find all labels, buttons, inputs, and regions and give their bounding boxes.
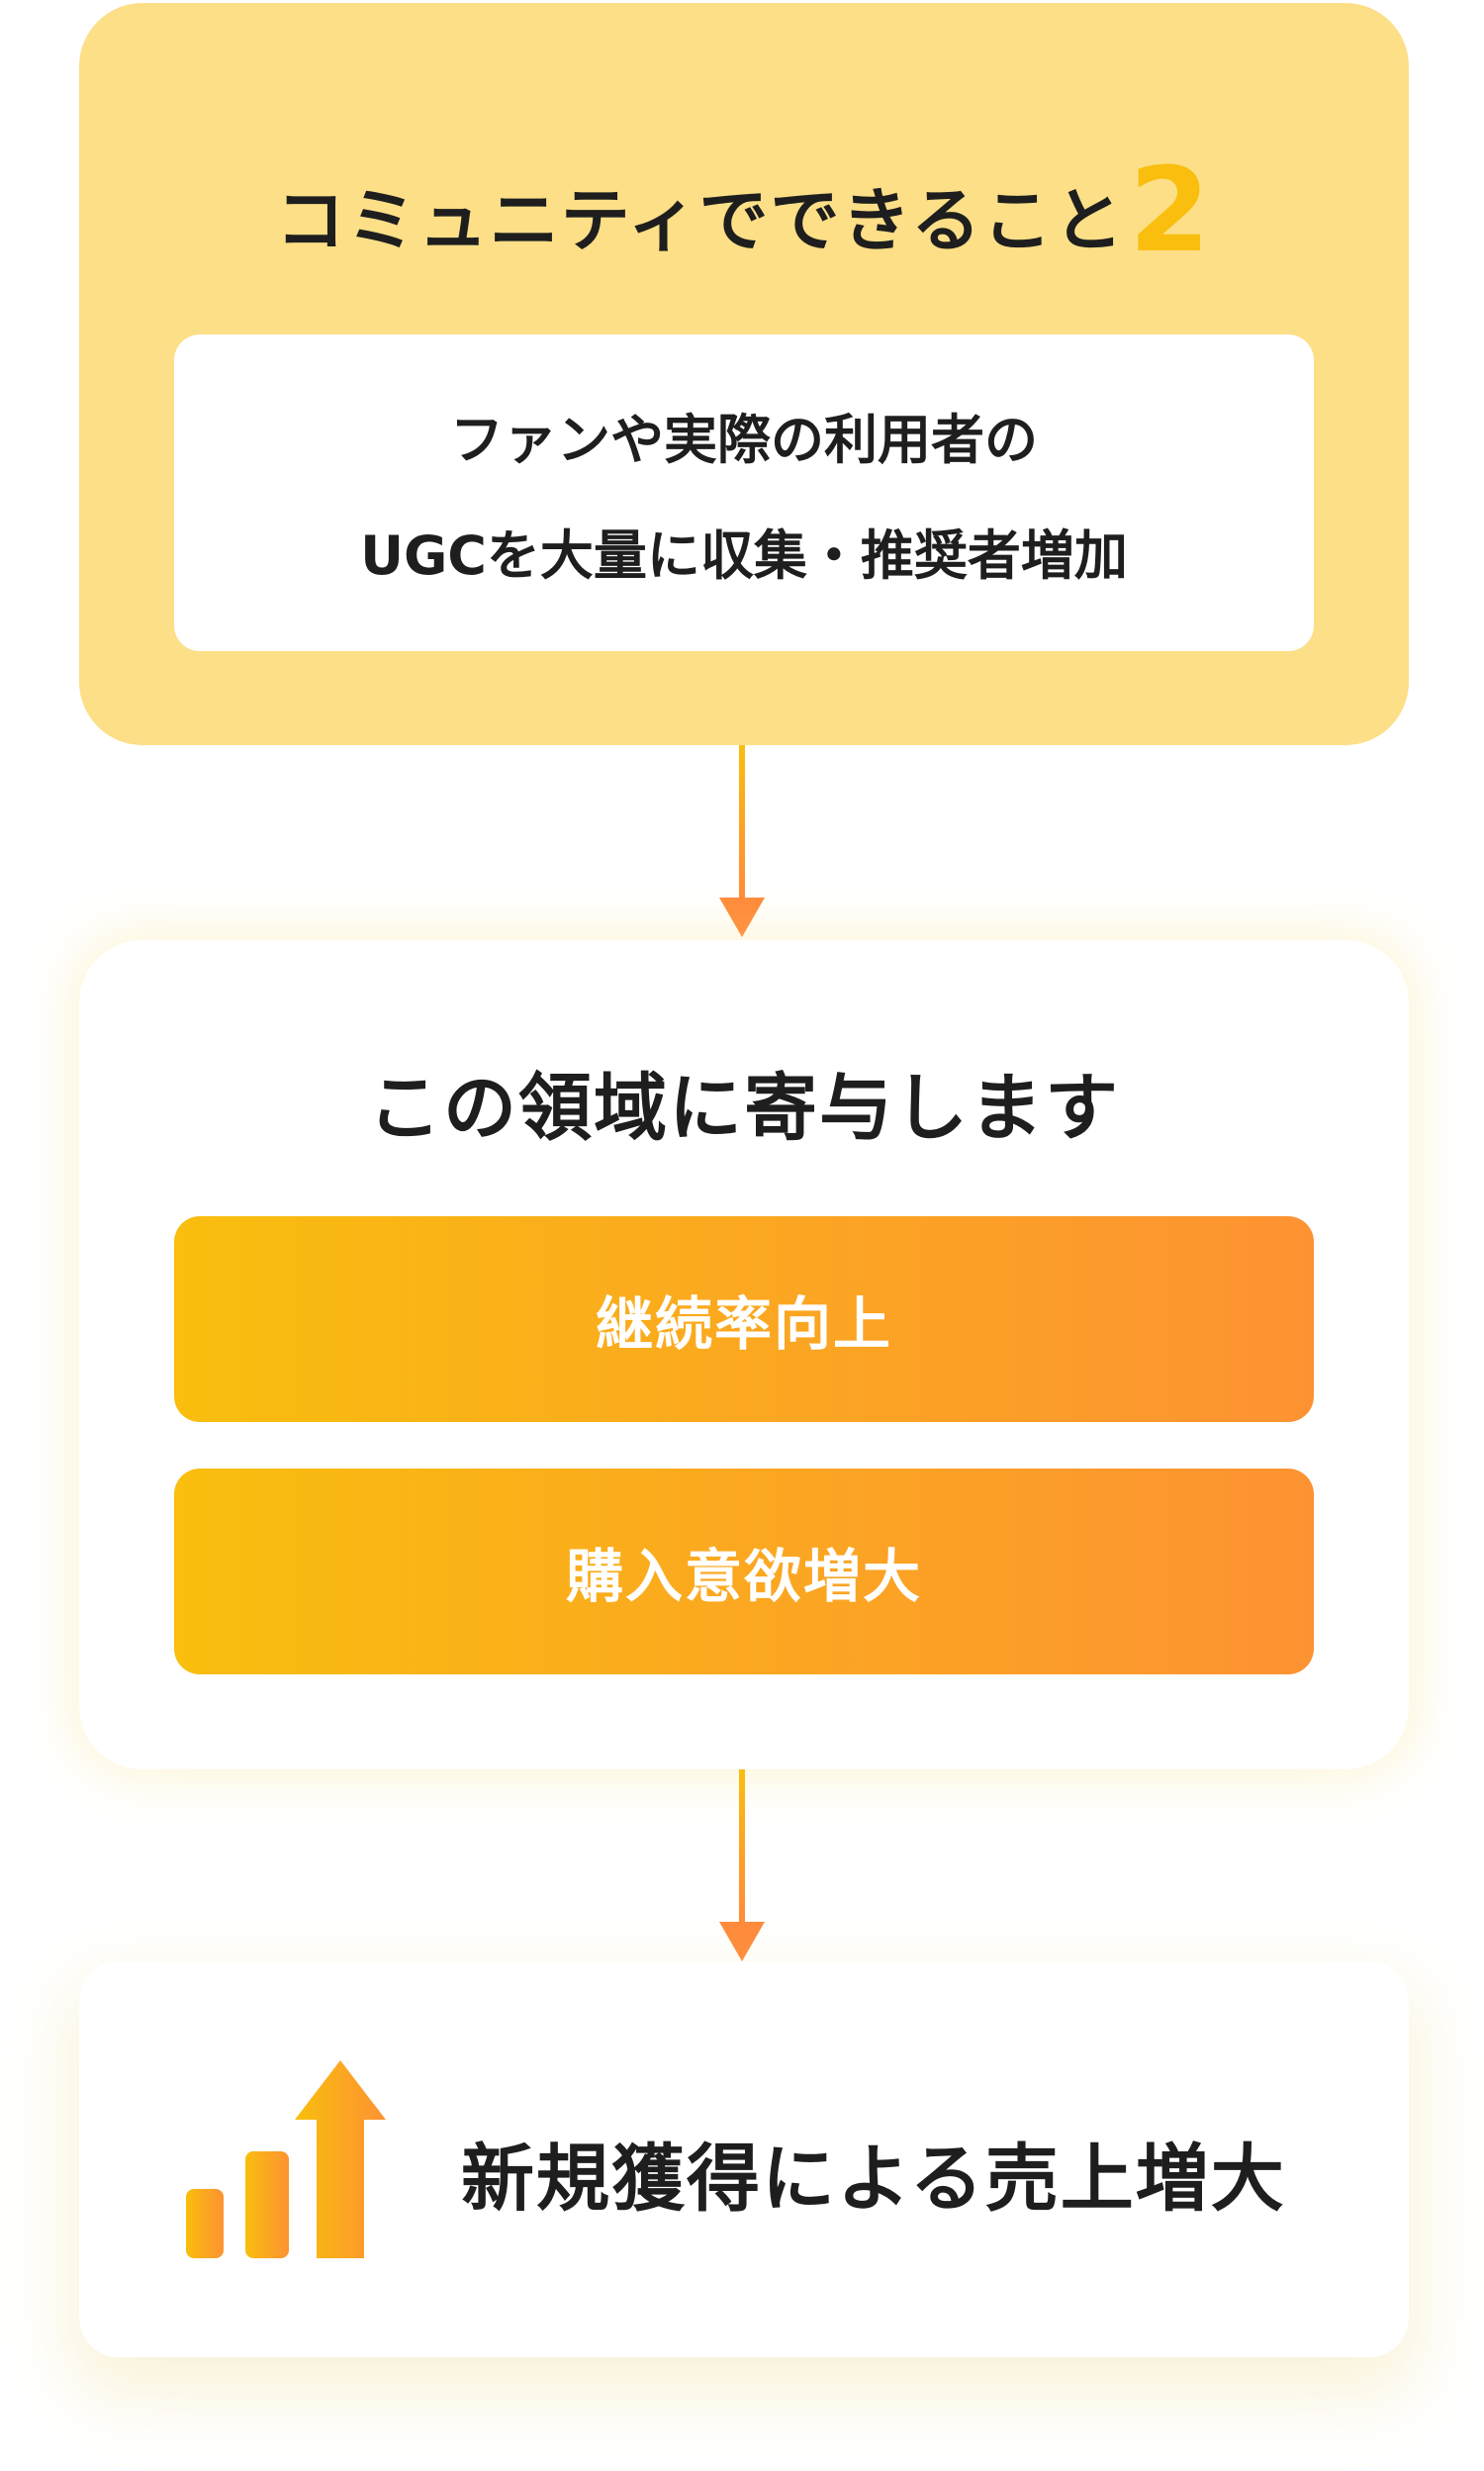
growth-chart-icon — [186, 2060, 386, 2258]
result-text: 新規獲得による売上増大 — [461, 2137, 1286, 2222]
contribution-item-purchase: 購入意欲増大 — [174, 1469, 1314, 1674]
down-arrow-icon — [719, 745, 765, 937]
description-line: ファンや実際の利用者の — [450, 409, 1038, 471]
down-arrow-icon — [719, 1769, 765, 1961]
result-card: 新規獲得による売上増大 — [79, 1961, 1409, 2357]
contribution-title: この領域に寄与します — [368, 1066, 1120, 1151]
community-capability-card: コミュニティでできること2 ファンや実際の利用者の UGCを大量に収集・推奨者増… — [79, 3, 1409, 745]
title-text: コミュニティでできること — [275, 180, 1126, 261]
card-title: コミュニティでできること2 — [79, 142, 1409, 278]
title-number: 2 — [1129, 142, 1213, 278]
description-line: UGCを大量に収集・推奨者増加 — [360, 524, 1128, 587]
contribution-item-retention: 継続率向上 — [174, 1216, 1314, 1422]
contribution-card: この領域に寄与します 継続率向上 購入意欲増大 — [79, 940, 1409, 1769]
description-box: ファンや実際の利用者の UGCを大量に収集・推奨者増加 — [174, 334, 1314, 651]
